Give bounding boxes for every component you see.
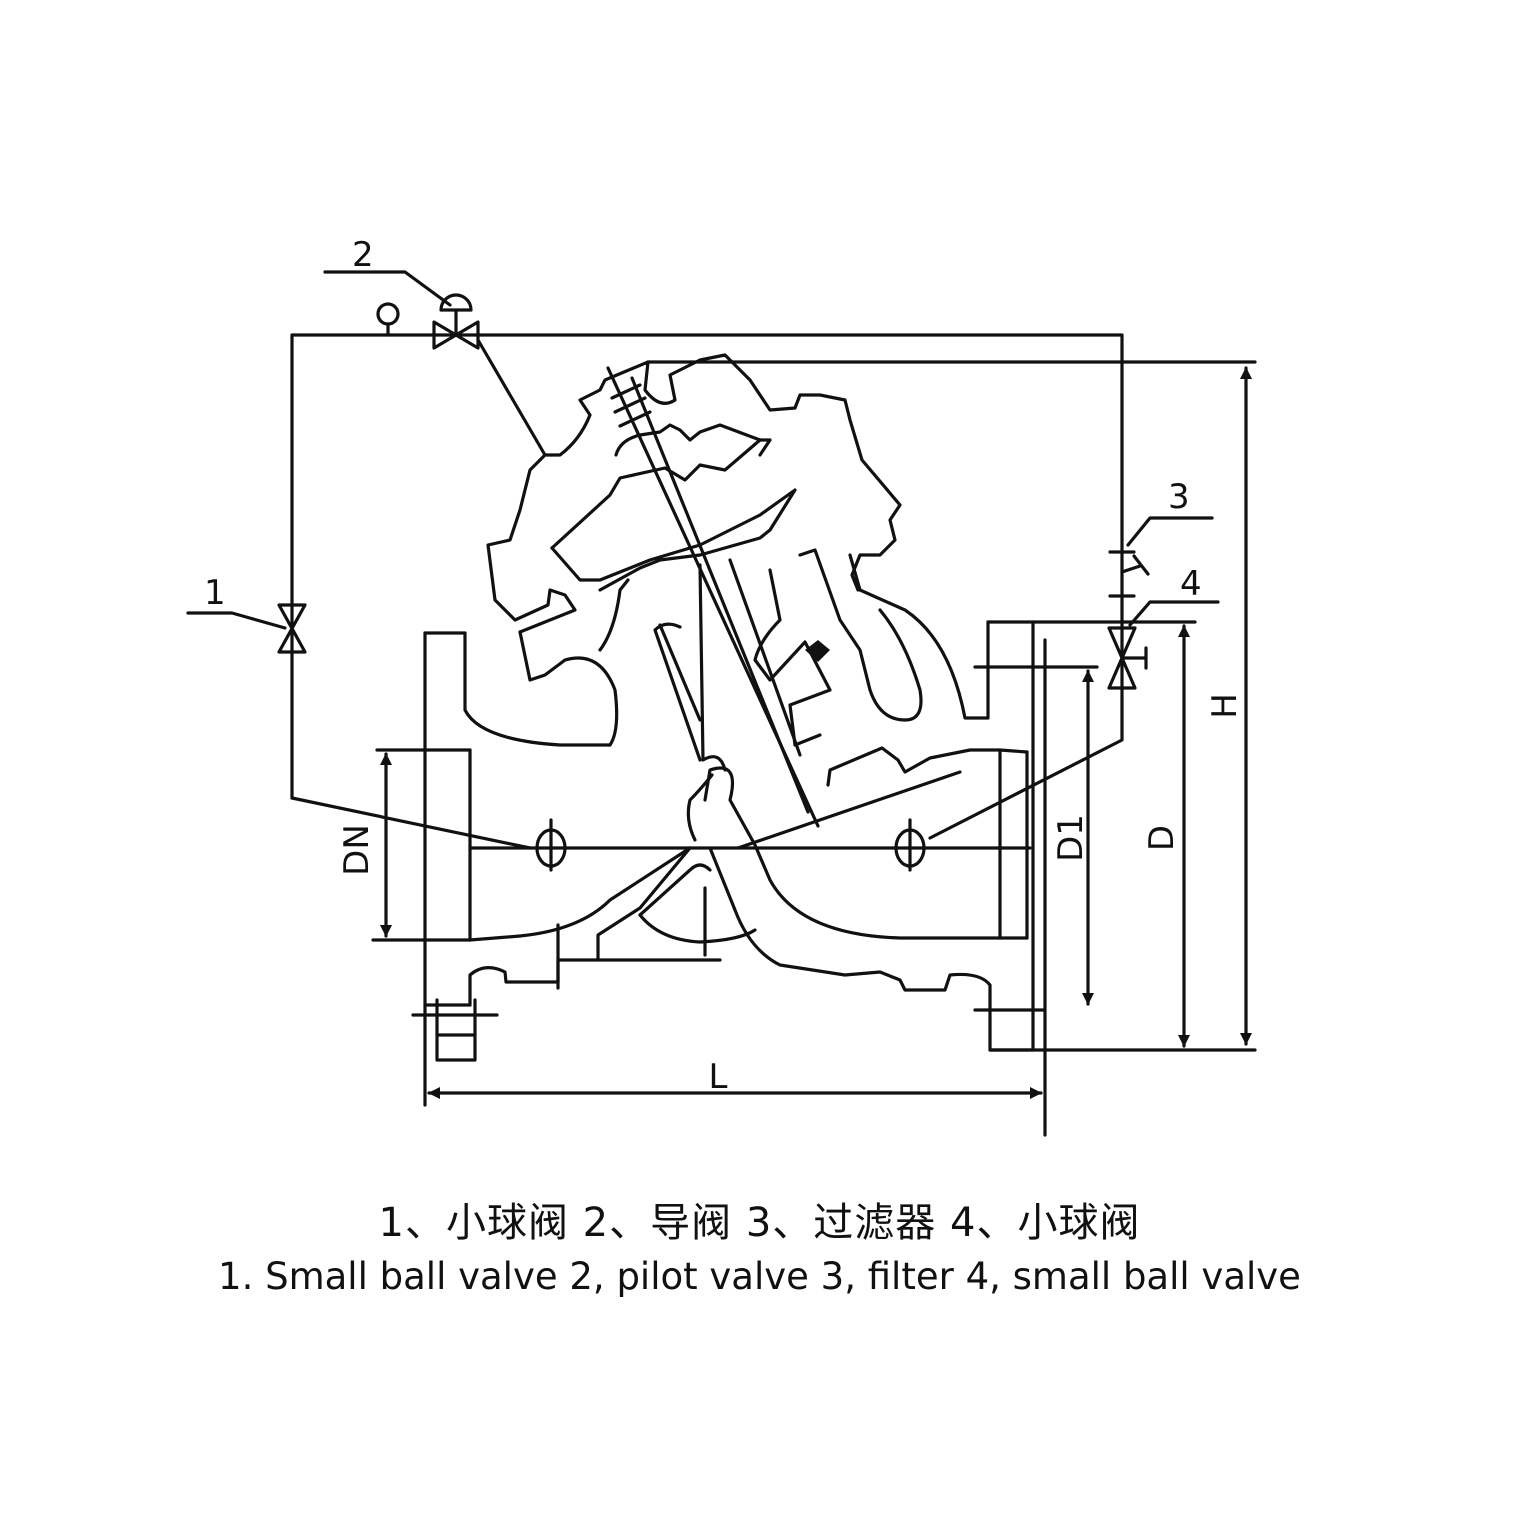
callout-3: 3	[1168, 477, 1190, 517]
dimension-D1: D1	[973, 665, 1099, 1006]
port-left-icon	[535, 818, 567, 872]
callout-4: 4	[1180, 564, 1202, 604]
svg-text:D: D	[1142, 825, 1182, 851]
svg-text:DN: DN	[337, 824, 377, 876]
control-pipe	[290, 333, 1124, 850]
callout-2: 2	[352, 235, 374, 275]
dimension-D: D	[1031, 620, 1197, 1048]
ball-valve-1-icon	[277, 603, 307, 654]
port-right-icon	[894, 818, 926, 872]
filter-icon	[1108, 550, 1150, 598]
svg-text:H: H	[1205, 693, 1245, 719]
valve-body	[411, 353, 1047, 1062]
dimension-H: H	[646, 360, 1257, 1052]
dimension-DN: DN	[337, 748, 472, 942]
svg-text:D1: D1	[1051, 814, 1091, 862]
ball-valve-4-icon	[1107, 626, 1148, 690]
diamond-marker-icon	[805, 640, 830, 662]
dimension-L: L	[423, 638, 1047, 1137]
pressure-gauge-icon	[376, 302, 400, 337]
pilot-valve-icon	[432, 293, 480, 350]
caption-chinese: 1、小球阀 2、导阀 3、过滤器 4、小球阀	[378, 1200, 1141, 1246]
svg-text:L: L	[709, 1057, 728, 1097]
callout-1: 1	[204, 573, 226, 613]
caption-english: 1. Small ball valve 2, pilot valve 3, fi…	[218, 1255, 1301, 1298]
